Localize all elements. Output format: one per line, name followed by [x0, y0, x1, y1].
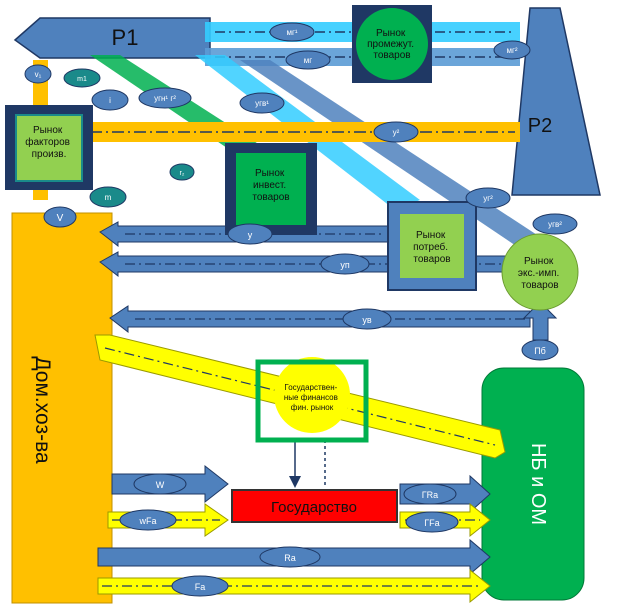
- flow-pb-arrow: [522, 301, 558, 341]
- label-ra: Ra: [259, 546, 321, 568]
- label-y2: у²: [373, 121, 419, 143]
- svg-text:wFa: wFa: [138, 516, 156, 526]
- svg-text:m: m: [105, 193, 112, 202]
- label-mg: мг: [285, 50, 331, 70]
- svg-text:ГRa: ГRa: [422, 490, 438, 500]
- label-gfa: ГFa: [405, 511, 459, 533]
- label-v1: v₁: [24, 64, 52, 84]
- financial-market-frame: [255, 359, 369, 443]
- label-m1: m1: [63, 68, 101, 88]
- svg-text:мг²: мг²: [506, 46, 517, 55]
- financial-market-circle: [274, 357, 350, 433]
- households-label: Дом.хоз-ва: [31, 356, 54, 464]
- svg-text:ув: ув: [362, 315, 372, 325]
- investment-market-label: Рынок инвест. товаров: [252, 168, 289, 203]
- p2-block: [511, 7, 601, 196]
- financial-market-label: Государствен- ные финансов фин. рынок: [284, 383, 340, 412]
- state-label: Государство: [271, 499, 357, 516]
- label-u-left: у: [227, 223, 273, 245]
- flow-ug2-diagonal: [240, 60, 560, 262]
- svg-text:ГFa: ГFa: [424, 518, 439, 528]
- svg-text:Ra: Ra: [284, 553, 296, 563]
- label-yp: уп: [320, 253, 370, 275]
- svg-text:угв²: угв²: [548, 220, 562, 229]
- consumer-market-label: Рынок потреб. товаров: [413, 230, 451, 265]
- label-pb: Пб: [521, 339, 559, 361]
- p2-label: Р2: [528, 115, 552, 137]
- svg-text:v₁: v₁: [35, 70, 42, 79]
- households-block: [11, 212, 113, 604]
- label-w: W: [133, 473, 187, 495]
- factor-market-label: Рынок факторов произв.: [25, 125, 73, 160]
- label-ug2: уг²: [465, 187, 511, 209]
- label-fa: Fa: [171, 575, 229, 597]
- label-ugn1-g2: угн¹ г²: [138, 87, 192, 109]
- svg-text:i: i: [109, 96, 111, 105]
- svg-text:V: V: [57, 213, 64, 224]
- svg-text:m1: m1: [77, 76, 87, 83]
- state-block: [231, 489, 398, 523]
- svg-text:мг¹: мг¹: [286, 28, 297, 37]
- svg-text:угн¹ г²: угн¹ г²: [154, 94, 176, 103]
- svg-text:Пб: Пб: [534, 346, 546, 356]
- svg-text:r₂: r₂: [179, 170, 184, 177]
- export-import-market-label: Рынок экс.-имп. товаров: [518, 256, 562, 291]
- factor-market-inner: [15, 114, 83, 182]
- consumer-market-inner: [400, 214, 464, 278]
- export-import-market-circle: [501, 233, 579, 311]
- label-v-cap: V: [43, 206, 77, 228]
- investment-market-inner: [236, 153, 306, 225]
- label-yv: ув: [342, 308, 392, 330]
- svg-text:угв¹: угв¹: [255, 99, 269, 108]
- nb-om-label: НБ и ОМ: [527, 443, 549, 525]
- svg-text:уп: уп: [340, 260, 350, 270]
- nb-om-block: [481, 367, 585, 601]
- p1-label: Р1: [112, 25, 139, 50]
- label-wfa: wFa: [119, 509, 177, 531]
- svg-text:у²: у²: [393, 128, 400, 137]
- label-i: i: [91, 89, 129, 111]
- intermediate-market-label: Рынок промежут. товаров: [367, 28, 417, 61]
- intermediate-market-circle: [356, 8, 428, 80]
- svg-text:у: у: [248, 230, 253, 240]
- label-ugv1: угв¹: [239, 92, 285, 114]
- label-r2: r₂: [169, 163, 195, 181]
- label-gra: ГRa: [403, 483, 457, 505]
- svg-text:уг²: уг²: [483, 194, 493, 203]
- label-m: m: [89, 186, 127, 208]
- label-ugv2: угв²: [532, 213, 578, 235]
- svg-text:Fa: Fa: [195, 582, 206, 592]
- label-mg2: мг²: [493, 40, 531, 60]
- svg-text:мг: мг: [304, 56, 313, 65]
- svg-text:W: W: [156, 480, 165, 490]
- label-mg1: мг¹: [269, 22, 315, 42]
